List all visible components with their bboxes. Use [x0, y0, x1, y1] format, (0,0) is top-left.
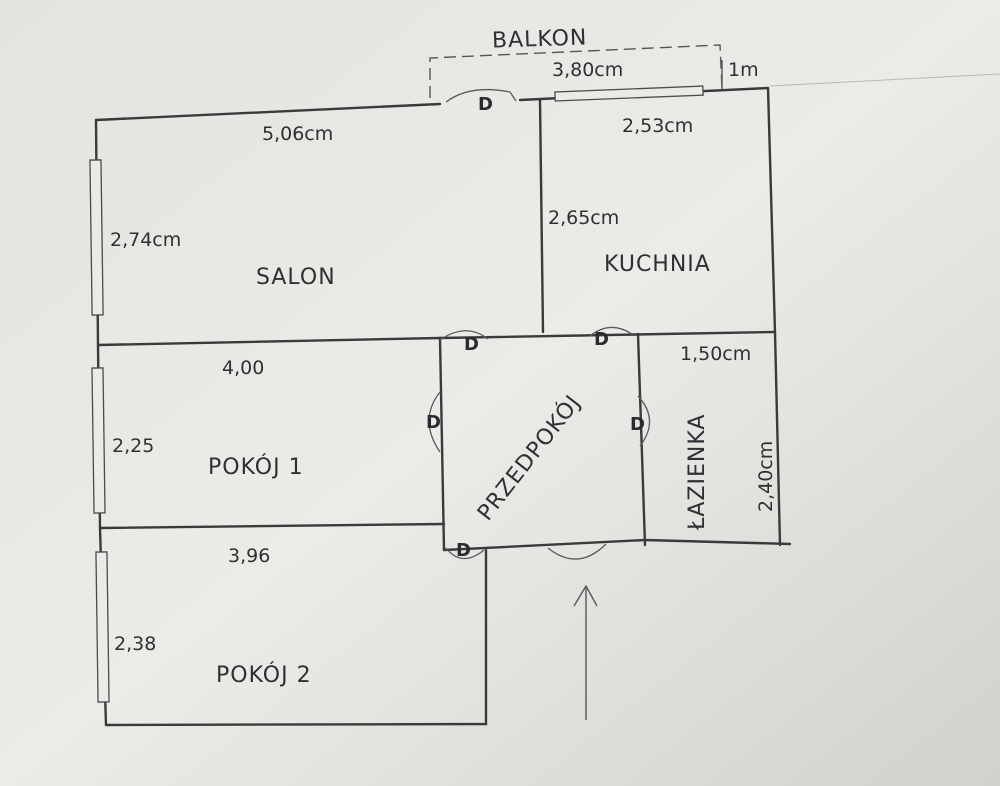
room1-window	[91, 367, 106, 514]
hall-top-wall	[438, 330, 777, 340]
kitchen-height-dim: 2,65cm	[548, 207, 619, 229]
balcony-label: BALKON	[492, 25, 588, 53]
windows	[89, 85, 704, 703]
balcony-width-dim: 3,80cm	[552, 59, 623, 81]
bathroom-door-arc	[637, 395, 651, 447]
room1-width-dim: 4,00	[222, 357, 264, 379]
door-swings	[428, 88, 651, 560]
entrance-arrow-head	[573, 584, 598, 607]
door-marker-salon: D	[464, 334, 479, 355]
hall-right-wall	[636, 332, 647, 547]
dimension-labels: 3,80cm 1m 5,06cm 2,74cm 2,53cm 2,65cm 4,…	[110, 59, 777, 655]
salon-width-dim: 5,06cm	[262, 123, 333, 145]
salon-door-arc	[439, 330, 489, 341]
door-marker-room2: D	[456, 540, 471, 561]
room2-door-arc	[445, 547, 485, 560]
room2-label: POKÓJ 2	[216, 662, 312, 688]
kitchen-balcony-window	[554, 85, 704, 102]
entrance-arrow	[573, 584, 598, 720]
outer-wall-bottom	[104, 548, 488, 727]
balcony-depth-dim: 1m	[728, 59, 759, 81]
hall-left-wall	[438, 336, 446, 552]
room1-height-dim: 2,25	[112, 435, 154, 457]
balcony-outline	[429, 44, 723, 98]
walls	[94, 86, 792, 727]
bathroom-label: ŁAZIENKA	[685, 414, 710, 531]
salon-label: SALON	[256, 265, 336, 290]
entrance-door-arc	[547, 543, 607, 560]
room2-window	[95, 551, 110, 703]
bathroom-width-dim: 1,50cm	[680, 343, 751, 365]
door-marker-room1: D	[426, 412, 441, 433]
salon-window	[89, 159, 104, 316]
kitchen-width-dim: 2,53cm	[622, 115, 693, 137]
paper-edge-line	[769, 73, 1000, 87]
salon-height-dim: 2,74cm	[110, 229, 181, 251]
kitchen-door-arc	[589, 326, 633, 337]
bathroom-height-dim: 2,40cm	[755, 441, 777, 512]
door-marker-balcony: D	[478, 94, 493, 115]
hall-bottom-wall	[442, 538, 792, 552]
room1-door-arc	[428, 391, 441, 453]
wall-salon-rooms	[96, 336, 442, 347]
wall-room1-room2	[98, 522, 446, 530]
balcony	[429, 44, 723, 98]
door-marker-bathroom: D	[630, 414, 645, 435]
room2-height-dim: 2,38	[114, 633, 156, 655]
balcony-door-arc	[445, 88, 517, 103]
door-marker-kitchen: D	[594, 329, 609, 350]
wall-salon-kitchen	[538, 98, 545, 334]
kitchen-label: KUCHNIA	[604, 252, 711, 277]
room1-label: POKÓJ 1	[208, 454, 304, 480]
room2-width-dim: 3,96	[228, 545, 270, 567]
door-markers: D D D D D D	[426, 94, 645, 561]
